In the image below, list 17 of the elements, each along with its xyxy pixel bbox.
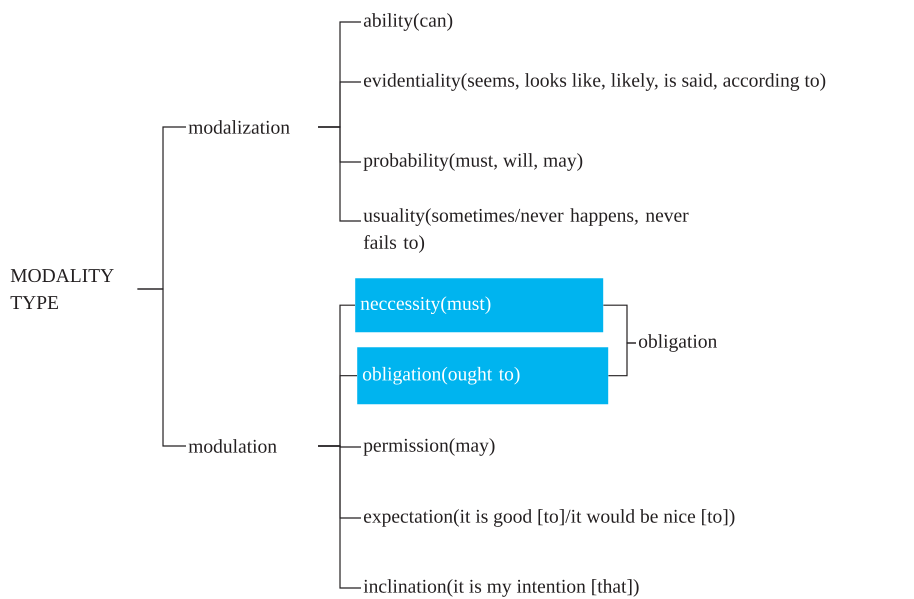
item-label: evidentiality(seems, looks like, likely, is said, according to): [364, 73, 826, 91]
highlighted-box: obligation(ought to): [357, 347, 608, 404]
root-label: MODALITY TYPE: [10, 269, 114, 309]
category-label: modalization: [188, 120, 290, 134]
item-label: obligation: [638, 334, 717, 352]
category-label: modulation: [188, 439, 277, 453]
item-label: permission(may): [364, 438, 494, 456]
highlighted-box: neccessity(must): [355, 278, 604, 332]
item-label: probability(must, will, may): [364, 153, 582, 171]
bracket-line: [608, 342, 636, 376]
item-label: usuality(sometimes/never happens, never fails to): [363, 208, 688, 253]
bracket-line: [318, 126, 361, 222]
bracket-line: [137, 288, 186, 447]
item-label: expectation(it is good [to]/it would be nice [to]): [364, 509, 734, 527]
item-label: inclination(it is my intention [that]): [364, 579, 639, 597]
item-label: ability(can): [364, 13, 452, 31]
bracket-line: [318, 445, 361, 589]
